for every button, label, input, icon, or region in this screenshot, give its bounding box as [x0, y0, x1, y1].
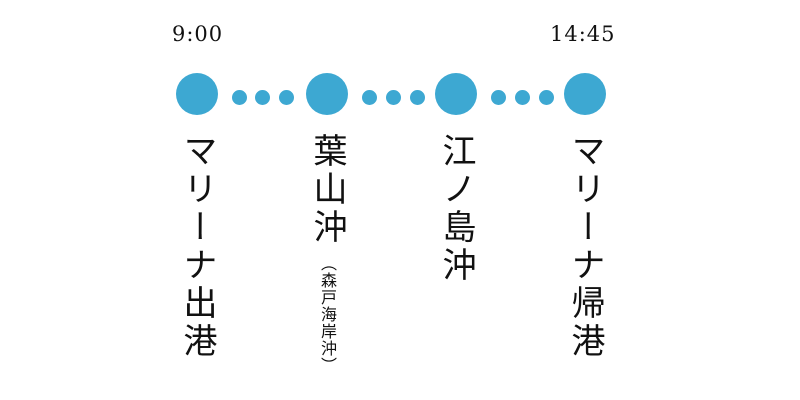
stop-label-enoshima: 江ノ島沖	[436, 133, 476, 285]
route-dot	[409, 90, 425, 105]
end-time: 14:45	[550, 22, 616, 46]
route-dot	[231, 90, 247, 105]
stop-marker	[306, 73, 348, 115]
route-dot	[538, 90, 554, 105]
stop-label-departure: マリーナ出港	[177, 133, 217, 361]
route-dot	[514, 90, 530, 105]
route-dot	[278, 90, 294, 105]
stop-sublabel-hayama: （森戸海岸沖）	[318, 255, 337, 374]
route-dot	[385, 90, 401, 105]
stop-label-hayama: 葉山沖	[307, 133, 347, 247]
stop-marker	[176, 73, 218, 115]
route-dot	[490, 90, 506, 105]
stop-marker	[435, 73, 477, 115]
stop-marker	[564, 73, 606, 115]
stop-label-return: マリーナ帰港	[565, 133, 605, 361]
route-dot	[361, 90, 377, 105]
route-dot	[254, 90, 270, 105]
start-time: 9:00	[172, 22, 224, 46]
